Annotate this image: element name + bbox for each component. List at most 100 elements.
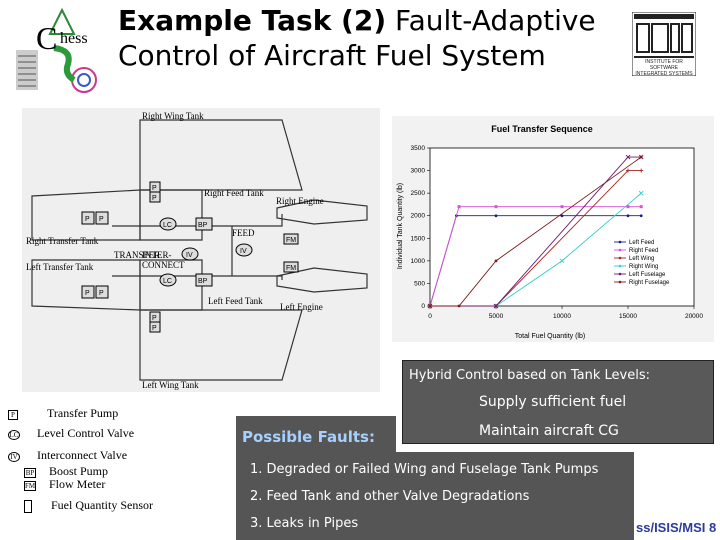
series-point [559, 258, 565, 264]
series-point [625, 154, 631, 160]
legend-marker [618, 272, 622, 276]
series-point [626, 214, 630, 218]
label-left-engine: Left Engine [280, 302, 323, 312]
x-tick-label: 5000 [489, 313, 504, 320]
label-right-feed-tank: Right Feed Tank [204, 188, 264, 198]
hybrid-goal-cg: Maintain aircraft CG [479, 423, 619, 439]
x-tick-label: 15000 [619, 313, 637, 320]
legend-flow-meter-label: Flow Meter [49, 477, 106, 491]
label-right-transfer-tank: Right Transfer Tank [26, 236, 99, 246]
isis-logo: INSTITUTE FOR SOFTWARE INTEGRATED SYSTEM… [631, 11, 697, 77]
series-point [428, 304, 432, 308]
title-bold: Example Task (2) [118, 4, 387, 37]
y-tick-label: 2500 [411, 190, 426, 197]
label-left-transfer-tank: Left Transfer Tank [26, 262, 94, 272]
y-tick-label: 3000 [411, 168, 426, 175]
series-point [494, 205, 498, 209]
chess-logo-letter: C [36, 20, 58, 56]
series-line-1 [429, 206, 642, 307]
schematic-pump-1: P [85, 216, 90, 223]
schematic-fm-2: FM [286, 265, 296, 272]
legend-boost-pump: BP Boost Pump [24, 464, 108, 479]
schematic-pump-5: P [152, 185, 157, 192]
component-legend: P Transfer Pump LC Level Control Valve I… [8, 402, 234, 532]
label-connect: CONNECT [142, 260, 185, 270]
schematic-pump-3: P [85, 290, 90, 297]
y-tick-label: 1500 [411, 235, 426, 242]
legend-label: Left Fuselage [629, 272, 666, 278]
schematic-iv-2: IV [240, 248, 247, 255]
possible-faults-title-box: Possible Faults: [236, 416, 396, 458]
schematic-lc-1: LC [163, 222, 172, 229]
title-line-2: Control of Aircraft Fuel System [118, 39, 546, 72]
series-point [626, 168, 630, 173]
y-tick-label: 500 [414, 280, 425, 287]
slide-footer: ss/ISIS/MSI 8 [636, 520, 717, 535]
label-right-wing-tank: Right Wing Tank [142, 111, 204, 121]
legend-boost-pump-label: Boost Pump [49, 464, 109, 478]
schematic-pump-8: P [152, 325, 157, 332]
legend-lc-icon: LC [8, 430, 20, 440]
isis-logo-graphic [631, 11, 697, 77]
legend-fuel-quantity-sensor: Fuel Quantity Sensor [24, 498, 153, 513]
legend-interconnect-valve-label: Interconnect Valve [37, 448, 128, 462]
label-left-wing-tank: Left Wing Tank [142, 380, 199, 390]
chart-title: Fuel Transfer Sequence [491, 124, 593, 134]
sensor-icon [24, 499, 32, 513]
schematic-pump-7: P [152, 315, 157, 322]
label-transfer: TRANSFER [114, 250, 160, 260]
series-line-4 [430, 156, 642, 307]
schematic-graphic: Right Wing Tank Left Wing Tank Right Fee… [26, 111, 368, 390]
legend-label: Right Fuselage [629, 280, 670, 286]
isis-logo-text: INSTITUTE FOR SOFTWARE INTEGRATED SYSTEM… [635, 59, 693, 77]
series-point [639, 214, 643, 218]
series-point [457, 304, 461, 308]
legend-marker [618, 240, 622, 244]
hybrid-title: Hybrid Control based on Tank Levels: [409, 368, 651, 383]
hybrid-goal-fuel: Supply sufficient fuel [479, 394, 627, 410]
page-title: Example Task (2) Fault-Adaptive Control … [118, 4, 596, 72]
legend-transfer-pump: P Transfer Pump [8, 406, 118, 421]
schematic-bp-1: BP [198, 222, 208, 229]
series-line-5 [430, 156, 642, 307]
schematic-pump-2: P [99, 216, 104, 223]
legend-marker [618, 280, 622, 284]
legend-label: Right Feed [629, 248, 658, 254]
schematic-fm-1: FM [286, 237, 296, 244]
chart-xlabel: Total Fuel Quantity (lb) [515, 333, 585, 340]
schematic-iv-1: IV [186, 252, 193, 259]
legend-label: Right Wing [629, 264, 658, 270]
legend-transfer-pump-label: Transfer Pump [47, 406, 119, 420]
x-tick-label: 20000 [685, 313, 703, 320]
title-rest: Fault-Adaptive [386, 4, 596, 37]
chess-logo-graphic [16, 7, 97, 93]
legend-marker [618, 256, 622, 260]
legend-level-control-valve-label: Level Control Valve [37, 426, 135, 440]
y-tick-label: 3500 [411, 145, 426, 152]
y-tick-label: 2000 [411, 213, 426, 220]
legend-iv-icon: IV [8, 452, 20, 462]
series-point [639, 205, 643, 209]
legend-interconnect-valve: IV Interconnect Valve [8, 448, 127, 463]
schematic-pump-6: P [152, 195, 157, 202]
label-inter: INTER- [142, 250, 172, 260]
fault-item-1: 1. Degraded or Failed Wing and Fuselage … [250, 462, 599, 477]
fuel-transfer-chart: Fuel Transfer Sequence Total Fuel Quanti… [392, 116, 714, 342]
series-point [560, 205, 564, 209]
series-point [639, 168, 644, 173]
chart-ylabel: Individual Tank Quantity (lb) [397, 183, 404, 269]
series-point [494, 214, 498, 218]
series-point [638, 190, 644, 196]
hybrid-control-panel: Hybrid Control based on Tank Levels: Sup… [402, 360, 714, 444]
x-tick-label: 0 [428, 313, 432, 320]
series-point [626, 205, 630, 209]
legend-pump-icon: P [8, 410, 18, 420]
series-point [457, 205, 461, 209]
chart-plot-area [429, 147, 695, 307]
chess-logo: C hess [14, 7, 102, 96]
legend-flow-meter: FM Flow Meter [24, 477, 105, 492]
chess-logo-text: hess [60, 30, 88, 47]
legend-label: Left Wing [629, 256, 654, 262]
